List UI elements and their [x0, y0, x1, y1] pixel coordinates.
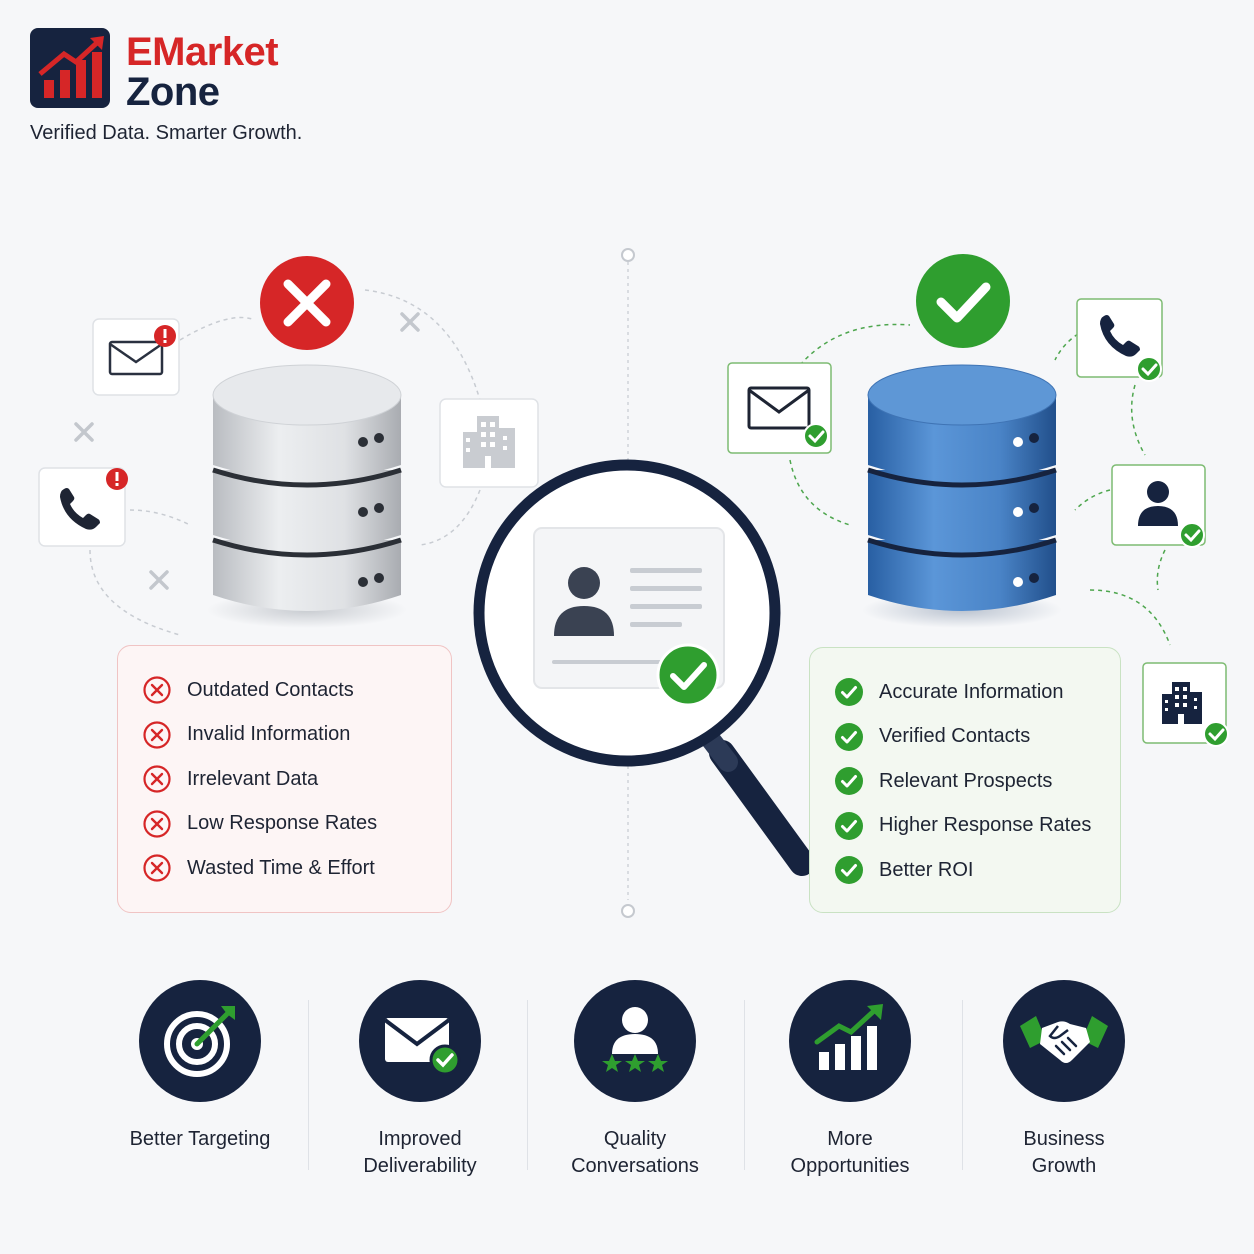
- feature-icon-circle: [574, 980, 696, 1102]
- good-list-item: Higher Response Rates: [834, 804, 1096, 849]
- x-circle-icon: [143, 721, 171, 749]
- person-verified-card: [1111, 464, 1206, 548]
- feature-divider: [744, 1000, 745, 1170]
- bad-list-item-label: Invalid Information: [187, 723, 351, 746]
- good-list-item-label: Relevant Prospects: [879, 769, 1053, 792]
- small-x-icon: [74, 422, 94, 442]
- bad-list-item: Low Response Rates: [142, 802, 427, 847]
- check-circle-icon: [835, 678, 863, 707]
- bad-list-item: Irrelevant Data: [142, 757, 427, 802]
- database-grey-icon: [207, 364, 407, 628]
- target-icon: [164, 1006, 235, 1077]
- check-circle-icon: [835, 722, 863, 751]
- magnifier-verify-icon: [473, 459, 815, 876]
- feature-icon-circle: [1003, 980, 1125, 1102]
- brand-logo: EMarket Zone Verified Data. Smarter Grow…: [30, 28, 350, 158]
- big-check-badge-icon: [916, 254, 1010, 348]
- database-blue-icon: [862, 364, 1062, 628]
- good-list-item: Relevant Prospects: [834, 759, 1096, 804]
- good-list-item-label: Higher Response Rates: [879, 814, 1092, 837]
- feature-quality-conversations: Quality Conversations: [545, 980, 725, 1180]
- bad-list-item-label: Wasted Time & Effort: [187, 856, 375, 879]
- small-x-icon: [149, 570, 169, 590]
- feature-label: More Opportunities: [790, 1128, 910, 1177]
- feature-improved-deliverability: Improved Deliverability: [330, 980, 510, 1180]
- bad-list-item: Outdated Contacts: [142, 668, 427, 713]
- brand-name-line1: EMarket: [126, 30, 279, 74]
- good-list-item: Better ROI: [834, 848, 1096, 893]
- email-error-card: [92, 318, 180, 396]
- phone-error-card: [38, 467, 128, 547]
- bad-list-item-label: Outdated Contacts: [187, 678, 354, 701]
- bad-data-connectors: [89, 289, 481, 636]
- handshake-icon: [1020, 1016, 1108, 1063]
- big-x-badge-icon: [260, 256, 354, 350]
- center-divider-line: [621, 248, 635, 918]
- logo-chart-icon: [30, 28, 110, 108]
- feature-divider: [308, 1000, 309, 1170]
- x-circle-icon: [143, 854, 171, 882]
- feature-divider: [962, 1000, 963, 1170]
- building-verified-card: [1142, 662, 1229, 747]
- x-circle-icon: [143, 676, 171, 704]
- x-circle-icon: [143, 765, 171, 793]
- email-verified-card: [727, 362, 832, 454]
- bad-data-list: Outdated Contacts Invalid Information Ir…: [117, 645, 452, 913]
- good-data-list: Accurate Information Verified Contacts R…: [809, 647, 1121, 913]
- good-list-item-label: Verified Contacts: [879, 725, 1031, 748]
- growth-chart-icon: [814, 1004, 883, 1070]
- good-list-item: Accurate Information: [834, 670, 1096, 715]
- bad-list-item-label: Low Response Rates: [187, 812, 378, 835]
- x-circle-icon: [143, 810, 171, 838]
- feature-business-growth: Business Growth: [974, 980, 1154, 1180]
- email-check-icon: [383, 1018, 461, 1076]
- feature-label: Improved Deliverability: [363, 1128, 477, 1177]
- feature-label: Quality Conversations: [571, 1128, 699, 1177]
- good-list-item-label: Better ROI: [879, 858, 974, 881]
- check-circle-icon: [835, 811, 863, 840]
- feature-divider: [527, 1000, 528, 1170]
- feature-label: Better Targeting: [129, 1128, 271, 1150]
- good-list-item: Verified Contacts: [834, 715, 1096, 760]
- bad-list-item: Wasted Time & Effort: [142, 846, 427, 891]
- building-card-grey: [439, 398, 539, 488]
- feature-label: Business Growth: [1023, 1128, 1105, 1177]
- brand-name-line2: Zone: [126, 70, 220, 114]
- feature-icon-circle: [789, 980, 911, 1102]
- feature-more-opportunities: More Opportunities: [760, 980, 940, 1180]
- feature-icon-circle: [359, 980, 481, 1102]
- small-x-icon: [400, 312, 420, 332]
- check-circle-icon: [835, 856, 863, 885]
- bad-list-item: Invalid Information: [142, 713, 427, 758]
- good-list-item-label: Accurate Information: [879, 680, 1064, 703]
- user-stars-icon: [602, 1007, 668, 1072]
- brand-tagline: Verified Data. Smarter Growth.: [30, 122, 303, 144]
- check-circle-icon: [835, 767, 863, 796]
- bad-list-item-label: Irrelevant Data: [187, 767, 319, 790]
- phone-verified-card: [1076, 298, 1163, 382]
- feature-better-targeting: Better Targeting: [110, 980, 290, 1153]
- feature-icon-circle: [139, 980, 261, 1102]
